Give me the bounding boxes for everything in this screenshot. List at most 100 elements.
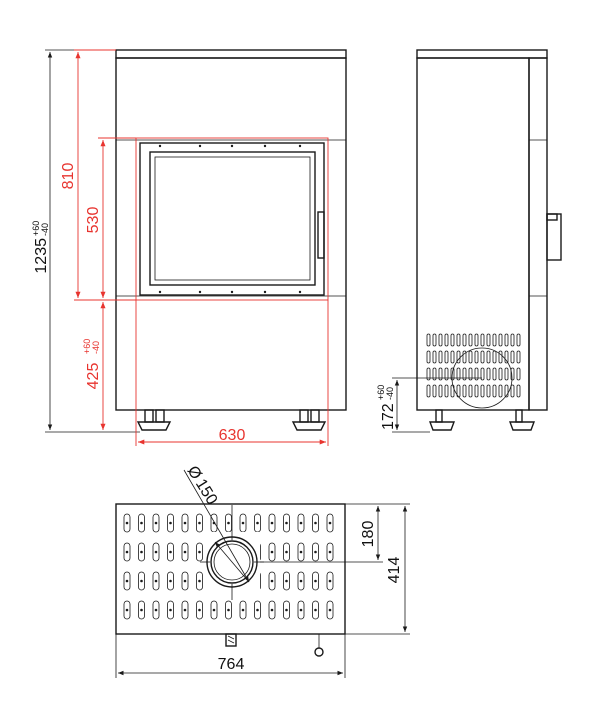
- top-vent-slot: [138, 542, 145, 562]
- top-vent-dot: [256, 608, 259, 612]
- top-vent-dot: [169, 521, 172, 525]
- top-vent-dot: [125, 550, 129, 554]
- top-vent-dot: [140, 521, 143, 525]
- top-vent-slot: [326, 571, 334, 591]
- door-glass-inner: [154, 156, 311, 281]
- top-vent-slot: [181, 600, 189, 620]
- side-vent-slot: [450, 350, 455, 364]
- top-vent-slot: [138, 600, 145, 620]
- dim-door-frame-label: 810: [60, 163, 77, 190]
- dim-flue-diameter-label: Ø150: [184, 463, 221, 508]
- top-vent-dot: [285, 608, 288, 612]
- side-vent-slot: [504, 384, 509, 398]
- top-vent-dot: [285, 579, 288, 583]
- side-vent-slot: [444, 367, 449, 381]
- top-vent-slot: [283, 571, 290, 591]
- side-vent-slot: [486, 384, 491, 398]
- side-vent-slot: [486, 350, 491, 364]
- top-vent-slot: [283, 600, 290, 620]
- top-vent-dot: [241, 521, 245, 525]
- top-vent-dot: [328, 521, 332, 525]
- side-vent-slot: [504, 333, 509, 347]
- door-handle: [317, 211, 325, 259]
- top-vent-slot: [225, 600, 232, 620]
- top-vent-dot: [125, 608, 129, 612]
- top-vent-dot: [198, 608, 201, 612]
- dim-flue-height-label: 172: [380, 403, 397, 430]
- top-view: Ø150 180 414 764: [115, 463, 410, 678]
- top-vent-slot: [326, 513, 334, 533]
- top-vent-dot: [183, 521, 187, 525]
- side-vent-slot: [492, 367, 497, 381]
- top-vent-slot: [123, 513, 131, 533]
- top-vent-dot: [183, 550, 187, 554]
- top-vent-dot: [169, 550, 172, 554]
- top-vent-dot: [169, 608, 172, 612]
- front-feet: [136, 409, 327, 431]
- side-vent-slot: [480, 350, 485, 364]
- side-vent-slot: [492, 350, 497, 364]
- door-frame-outline: [135, 137, 329, 301]
- top-vent-dot: [285, 550, 288, 554]
- top-vent-dot: [314, 608, 317, 612]
- top-handle-bracket: [225, 633, 237, 647]
- door-frame: [139, 142, 325, 296]
- side-vent-slot: [456, 333, 461, 347]
- top-vent-slot: [167, 600, 174, 620]
- side-vent-slot: [498, 367, 503, 381]
- top-vent-slot: [312, 600, 319, 620]
- dim-flue-height-tol-minus: -40: [385, 387, 395, 400]
- top-vent-dot: [270, 550, 274, 554]
- side-vent-slot: [426, 384, 431, 398]
- top-vent-dot: [212, 608, 216, 612]
- side-vent-slot: [510, 350, 515, 364]
- side-vent-slot: [432, 350, 437, 364]
- top-vent-slot: [326, 542, 334, 562]
- side-vent-slot: [450, 367, 455, 381]
- side-vent-slot: [480, 367, 485, 381]
- top-vent-slot: [297, 513, 305, 533]
- top-vent-slot: [138, 513, 145, 533]
- dim-flue-offset-label: 180: [360, 521, 377, 548]
- top-vent-dot: [198, 579, 201, 583]
- side-vent-slot: [450, 333, 455, 347]
- top-vent-dot: [270, 608, 274, 612]
- side-vent-slot: [462, 384, 467, 398]
- top-vent-dot: [140, 579, 143, 583]
- top-vent-dot: [227, 521, 230, 525]
- side-vent-slot: [438, 333, 443, 347]
- top-vent-slot: [196, 600, 203, 620]
- top-vent-slot: [152, 571, 160, 591]
- side-vent-slot: [426, 333, 431, 347]
- top-vent-dot: [140, 550, 143, 554]
- top-vent-dot: [299, 521, 303, 525]
- side-vent-slot: [432, 367, 437, 381]
- side-vent-slot: [498, 350, 503, 364]
- side-vent-slot: [432, 384, 437, 398]
- dim-base-tol-minus: -40: [91, 341, 101, 354]
- top-vent-dot: [154, 521, 158, 525]
- top-vent-slot: [312, 513, 319, 533]
- side-vent-slot: [444, 333, 449, 347]
- side-vent-slot: [510, 367, 515, 381]
- top-vent-dot: [314, 550, 317, 554]
- side-vent-slot: [468, 333, 473, 347]
- top-vent-dot: [328, 550, 332, 554]
- front-body: [115, 57, 347, 411]
- top-vent-dot: [154, 550, 158, 554]
- side-vent-slot: [480, 333, 485, 347]
- dim-flue-height-tol-plus: +60: [376, 385, 386, 400]
- top-vent-dot: [328, 579, 332, 583]
- top-vent-slot: [297, 571, 305, 591]
- side-vent-slot: [426, 350, 431, 364]
- top-vent-slot: [239, 600, 247, 620]
- top-vent-dot: [183, 579, 187, 583]
- top-vent-dot: [140, 608, 143, 612]
- dim-door-width-label: 630: [219, 427, 246, 444]
- side-vent-slot: [432, 333, 437, 347]
- dim-height-total-tol-plus: +60: [31, 221, 41, 236]
- top-vent-dot: [154, 608, 158, 612]
- top-vent-dot: [125, 579, 129, 583]
- top-vent-slot: [210, 600, 218, 620]
